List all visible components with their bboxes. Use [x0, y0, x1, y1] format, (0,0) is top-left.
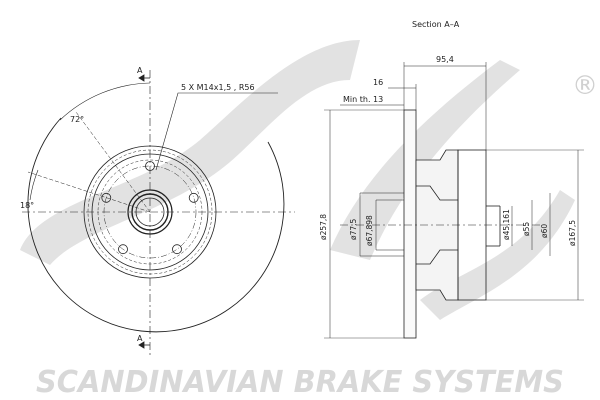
section-marker-top-label: A [137, 66, 143, 75]
outer-disc-edge [27, 117, 285, 333]
bolt-holes [101, 161, 199, 255]
center-bore-outer [127, 189, 173, 235]
angle-arc-72 [59, 82, 151, 121]
bolt-spec-leader [155, 92, 278, 171]
section-view [324, 62, 584, 339]
section-marker-bottom-label: A [137, 334, 143, 343]
sbs-watermark-logo [20, 40, 575, 320]
angle-18-label: 18° [20, 201, 34, 210]
angle-72-label: 72° [70, 115, 84, 124]
dim-45-161-label: ø45,161 [502, 209, 511, 240]
dim-167-5-label: ø167,5 [568, 220, 577, 246]
bolt-hole [172, 244, 182, 255]
bolt-hole [118, 244, 128, 255]
dim-95-4-label: 95,4 [436, 55, 454, 64]
bolt-hole [188, 192, 199, 203]
dim-77-5-label: ø77,5 [349, 218, 358, 240]
hub-ring-outer [83, 145, 217, 279]
bolt-hole [101, 192, 112, 203]
center-bore-inner [131, 193, 169, 231]
dim-16-label: 16 [373, 78, 383, 87]
dim-60-label: ø60 [540, 224, 549, 238]
registered-mark: ® [572, 71, 598, 101]
hub-ring-inner [91, 153, 209, 271]
angle-arc-18 [29, 169, 39, 201]
front-view [22, 70, 295, 355]
hub-ring-dashed-2 [97, 159, 203, 265]
disc-ring-section [403, 109, 417, 339]
center-bore-core [135, 197, 165, 227]
bolt-hole [145, 161, 155, 171]
dim-257-8-label: ø257,8 [319, 214, 328, 240]
bolt-circle [103, 165, 197, 259]
bolt-spec-label: 5 X M14x1,5 , R56 [181, 83, 255, 92]
brand-footer-text: SCANDINAVIAN BRAKE SYSTEMS [36, 365, 564, 400]
section-title: Section A–A [412, 20, 460, 29]
dim-67-898-label: ø67,898 [365, 215, 374, 246]
dim-min-th-label: Min th. 13 [343, 95, 383, 104]
dim-55-label: ø55 [522, 222, 531, 236]
hub-ring-dashed [87, 149, 213, 275]
